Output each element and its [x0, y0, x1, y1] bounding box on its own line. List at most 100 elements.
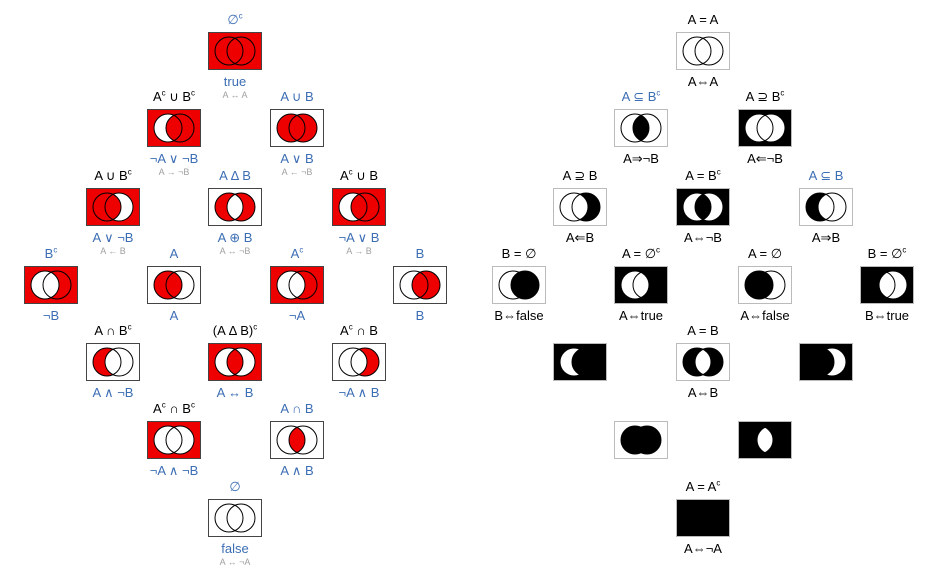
R-r3-a-intersection-region — [511, 271, 527, 299]
R-bottom-circle-b — [694, 503, 724, 533]
R-r2-b-circle-a — [682, 192, 712, 222]
L-r2-b-venn — [208, 188, 262, 226]
R-top-intersection-region — [695, 37, 711, 65]
L-r5-b-label-top: A ∩ B — [280, 401, 314, 416]
L-r3-b-label-bot: A — [169, 308, 179, 323]
L-r3-b-venn — [147, 266, 201, 304]
L-r3-b-label-top: A — [169, 246, 179, 261]
L-r4-c-label-top: Ac ∩ B — [340, 322, 378, 338]
R-r2-a-label-top: A ⊇ B — [562, 168, 598, 183]
L-top-label-top: ∅c — [227, 11, 243, 27]
L-r4-a-label-bot: A ∧ ¬B — [92, 385, 134, 400]
L-bottom-label-top: ∅ — [229, 479, 241, 494]
R-bottom-intersection-region — [695, 504, 711, 532]
L-bottom-intersection-region — [227, 504, 243, 532]
R-r2-b-intersection-region — [695, 193, 711, 221]
L-r3-d-venn — [393, 266, 447, 304]
R-r1-a-label-top: A ⊆ Bc — [621, 88, 661, 104]
R-r3-c-intersection-region — [757, 271, 773, 299]
R-r1-b-circle-b — [756, 113, 786, 143]
R-r1-a-label-bot: A⇒¬B — [623, 151, 659, 166]
R-top-circle-a — [682, 36, 712, 66]
R-r1-a-circle-a — [620, 113, 650, 143]
L-r2-c-circle-b — [350, 192, 380, 222]
L-r5-b-circle-b — [288, 425, 318, 455]
L-r5-b-circle-a — [276, 425, 306, 455]
L-r4-c-circle-b — [350, 347, 380, 377]
L-top-circle-a — [214, 36, 244, 66]
R-r3-c-venn — [738, 266, 792, 304]
R-r4-a-venn — [553, 343, 607, 381]
R-r1-a-circle-b — [632, 113, 662, 143]
L-r4-c-circle-a — [338, 347, 368, 377]
R-top-circle-b — [694, 36, 724, 66]
L-r2-a-label-top: A ∪ Bc — [94, 167, 132, 183]
L-r4-b-circle-a — [214, 347, 244, 377]
L-r3-c-circle-a — [276, 270, 306, 300]
L-r4-c-intersection-region — [351, 348, 367, 376]
L-r4-a-venn — [86, 343, 140, 381]
R-r1-b-venn — [738, 109, 792, 147]
R-r2-b-label-top: A = Bc — [685, 167, 721, 183]
R-r4-c-circle-b — [817, 347, 847, 377]
R-bottom-label-bot: A⇔¬A — [684, 541, 722, 556]
R-r3-d-intersection-region — [879, 271, 895, 299]
R-r4-b-venn — [676, 343, 730, 381]
L-r1-a-circle-a — [153, 113, 183, 143]
L-r1-a-label-sub: A → ¬B — [158, 167, 190, 177]
L-r4-b-intersection-region — [227, 348, 243, 376]
R-r2-a-circle-b — [571, 192, 601, 222]
R-r3-b-label-top: A = ∅c — [621, 245, 661, 261]
R-r3-d-circle-b — [878, 270, 908, 300]
R-top-venn — [676, 32, 730, 70]
L-r1-a-venn — [147, 109, 201, 147]
R-r1-b-intersection-region — [757, 114, 773, 142]
L-top-venn — [208, 32, 262, 70]
L-top-intersection-region — [227, 37, 243, 65]
L-r2-b-intersection-region — [227, 193, 243, 221]
R-r3-a-venn — [492, 266, 546, 304]
L-r3-c-label-bot: ¬A — [288, 308, 306, 323]
R-r5-a-intersection-region — [633, 426, 649, 454]
R-r1-b-circle-a — [744, 113, 774, 143]
R-r1-b-label-top: A ⊇ Bc — [745, 88, 785, 104]
R-r4-a-circle-a — [559, 347, 589, 377]
L-r2-b-label-bot: A ⊕ B — [217, 230, 253, 245]
R-r3-d-venn — [860, 266, 914, 304]
L-r2-a-label-sub: A ← B — [100, 246, 126, 256]
R-r5-a-venn — [614, 421, 668, 459]
L-r5-a-label-bot: ¬A ∧ ¬B — [149, 463, 199, 478]
R-r3-b-circle-a — [620, 270, 650, 300]
R-r3-d-label-top: B = ∅c — [867, 245, 907, 261]
R-r2-c-circle-b — [817, 192, 847, 222]
R-r2-a-venn — [553, 188, 607, 226]
L-r2-c-intersection-region — [351, 193, 367, 221]
R-r3-c-circle-a — [744, 270, 774, 300]
L-r3-a-intersection-region — [43, 271, 59, 299]
R-r3-d-label-bot: B⇔true — [864, 308, 910, 323]
R-r2-c-label-top: A ⊆ B — [808, 168, 844, 183]
L-r3-d-circle-a — [399, 270, 429, 300]
L-r1-a-label-top: Ac ∪ Bc — [152, 88, 196, 104]
L-r5-b-intersection-region — [289, 426, 305, 454]
R-r3-b-circle-b — [632, 270, 662, 300]
R-bottom-venn — [676, 499, 730, 537]
L-r5-a-label-top: Ac ∩ Bc — [153, 400, 195, 416]
L-r3-c-circle-b — [288, 270, 318, 300]
L-r3-c-label-top: Ac — [290, 245, 304, 261]
L-top-label-bot: true — [223, 74, 247, 89]
R-r4-b-label-top: A = B — [687, 323, 719, 338]
L-r3-c-intersection-region — [289, 271, 305, 299]
R-r3-c-label-top: A = ∅ — [747, 246, 783, 261]
L-r4-c-venn — [332, 343, 386, 381]
R-r3-a-circle-a — [498, 270, 528, 300]
L-r2-b-circle-b — [226, 192, 256, 222]
L-bottom-circle-b — [226, 503, 256, 533]
R-r4-b-circle-b — [694, 347, 724, 377]
R-r4-a-circle-b — [571, 347, 601, 377]
L-r1-b-label-bot: A ∨ B — [280, 151, 314, 166]
R-r2-c-intersection-region — [818, 193, 834, 221]
L-r4-c-label-bot: ¬A ∧ B — [338, 385, 380, 400]
L-r5-a-circle-b — [165, 425, 195, 455]
L-r1-b-circle-b — [288, 113, 318, 143]
